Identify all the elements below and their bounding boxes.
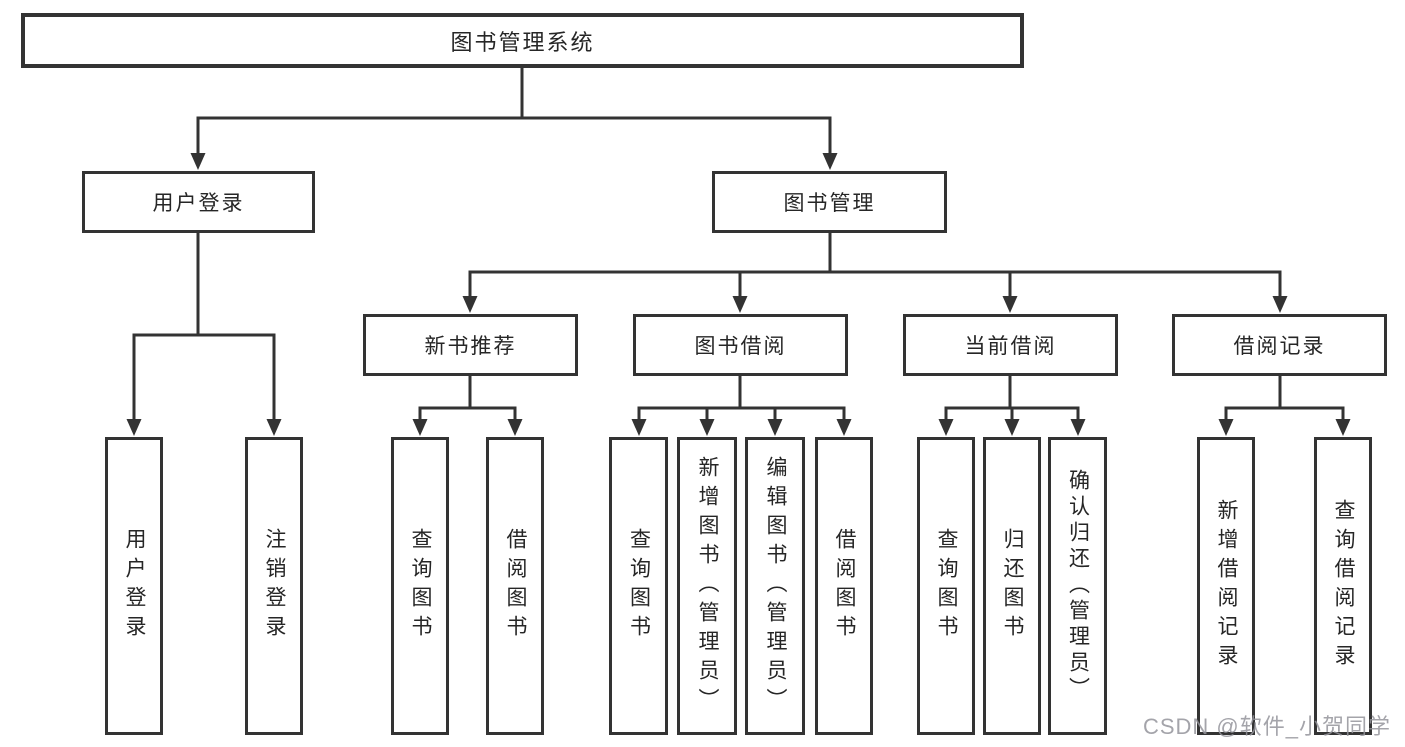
leaf-user-login-label: 用户登录 xyxy=(123,528,146,644)
leaf-logout-label: 注销登录 xyxy=(263,528,286,644)
leaf-cb-return-books-label: 归还图书 xyxy=(1001,528,1024,644)
arrowhead xyxy=(767,419,783,436)
node-new-book-recommend: 新书推荐 xyxy=(363,314,578,376)
node-user-login-label: 用户登录 xyxy=(152,192,245,215)
arrowheads xyxy=(126,153,1351,436)
arrowhead xyxy=(507,419,523,436)
leaf-bb-add-books-admin: 新增图书（管理员） xyxy=(677,437,737,735)
arrowhead xyxy=(822,153,838,170)
leaf-br-query-record-label: 查询借阅记录 xyxy=(1332,499,1355,673)
arrowhead xyxy=(126,419,142,436)
node-borrow-records: 借阅记录 xyxy=(1172,314,1387,376)
connector-paths xyxy=(132,68,1345,419)
leaf-cb-query-books: 查询图书 xyxy=(917,437,975,735)
arrowhead xyxy=(836,419,852,436)
connector-level3-middrops xyxy=(738,272,1012,296)
connector-borrowrecords-bar xyxy=(1224,376,1345,419)
arrowhead xyxy=(1070,419,1086,436)
arrowhead xyxy=(462,296,478,313)
connector-currentborrow-bar xyxy=(944,376,1080,419)
node-root: 图书管理系统 xyxy=(21,13,1024,68)
leaf-br-add-record: 新增借阅记录 xyxy=(1197,437,1255,735)
arrowhead xyxy=(412,419,428,436)
connector-userlogin-bar xyxy=(132,333,276,419)
arrowhead xyxy=(732,296,748,313)
arrowhead xyxy=(1218,419,1234,436)
leaf-bb-borrow-books-label: 借阅图书 xyxy=(833,528,856,644)
csdn-watermark: CSDN @软件_小贺同学 xyxy=(1142,714,1391,739)
leaf-bb-query-books: 查询图书 xyxy=(609,437,668,735)
leaf-logout: 注销登录 xyxy=(245,437,303,735)
leaf-nbr-borrow-books-label: 借阅图书 xyxy=(504,528,527,644)
node-borrow-records-label: 借阅记录 xyxy=(1233,335,1326,358)
leaf-cb-return-books: 归还图书 xyxy=(983,437,1041,735)
connector-newbookrec-bar xyxy=(418,376,517,419)
arrowhead xyxy=(1004,419,1020,436)
node-book-management: 图书管理 xyxy=(712,171,947,233)
node-new-book-recommend-label: 新书推荐 xyxy=(424,335,517,358)
leaf-bb-edit-books-admin: 编辑图书（管理员） xyxy=(745,437,805,735)
leaf-bb-borrow-books: 借阅图书 xyxy=(815,437,873,735)
leaf-cb-confirm-return-admin-label: 确认归还（管理员） xyxy=(1066,469,1090,703)
node-root-label: 图书管理系统 xyxy=(450,29,595,55)
node-book-borrow: 图书借阅 xyxy=(633,314,848,376)
node-user-login: 用户登录 xyxy=(82,171,315,233)
leaf-nbr-borrow-books: 借阅图书 xyxy=(486,437,544,735)
leaf-br-query-record: 查询借阅记录 xyxy=(1314,437,1372,735)
node-book-borrow-label: 图书借阅 xyxy=(694,335,787,358)
leaf-user-login: 用户登录 xyxy=(105,437,163,735)
leaf-bb-query-books-label: 查询图书 xyxy=(627,528,651,644)
connector-bookborrow-bar xyxy=(637,376,846,419)
arrowhead xyxy=(1002,296,1018,313)
arrowhead xyxy=(1335,419,1351,436)
arrowhead xyxy=(699,419,715,436)
arrowhead xyxy=(1272,296,1288,313)
leaf-bb-add-books-admin-label: 新增图书（管理员） xyxy=(696,455,719,717)
leaf-br-add-record-label: 新增借阅记录 xyxy=(1215,499,1238,673)
leaf-nbr-query-books: 查询图书 xyxy=(391,437,449,735)
node-current-borrow: 当前借阅 xyxy=(903,314,1118,376)
leaf-nbr-query-books-label: 查询图书 xyxy=(409,528,432,644)
node-book-management-label: 图书管理 xyxy=(783,192,876,215)
leaf-cb-confirm-return-admin: 确认归还（管理员） xyxy=(1048,437,1107,735)
connector-level3-bar xyxy=(468,270,1282,296)
leaf-cb-query-books-label: 查询图书 xyxy=(935,528,958,644)
leaf-bb-edit-books-admin-label: 编辑图书（管理员） xyxy=(764,455,787,717)
node-current-borrow-label: 当前借阅 xyxy=(964,335,1057,358)
arrowhead xyxy=(266,419,282,436)
arrowhead xyxy=(631,419,647,436)
connector-level2-bar xyxy=(196,116,832,153)
arrowhead xyxy=(938,419,954,436)
arrowhead xyxy=(190,153,206,170)
